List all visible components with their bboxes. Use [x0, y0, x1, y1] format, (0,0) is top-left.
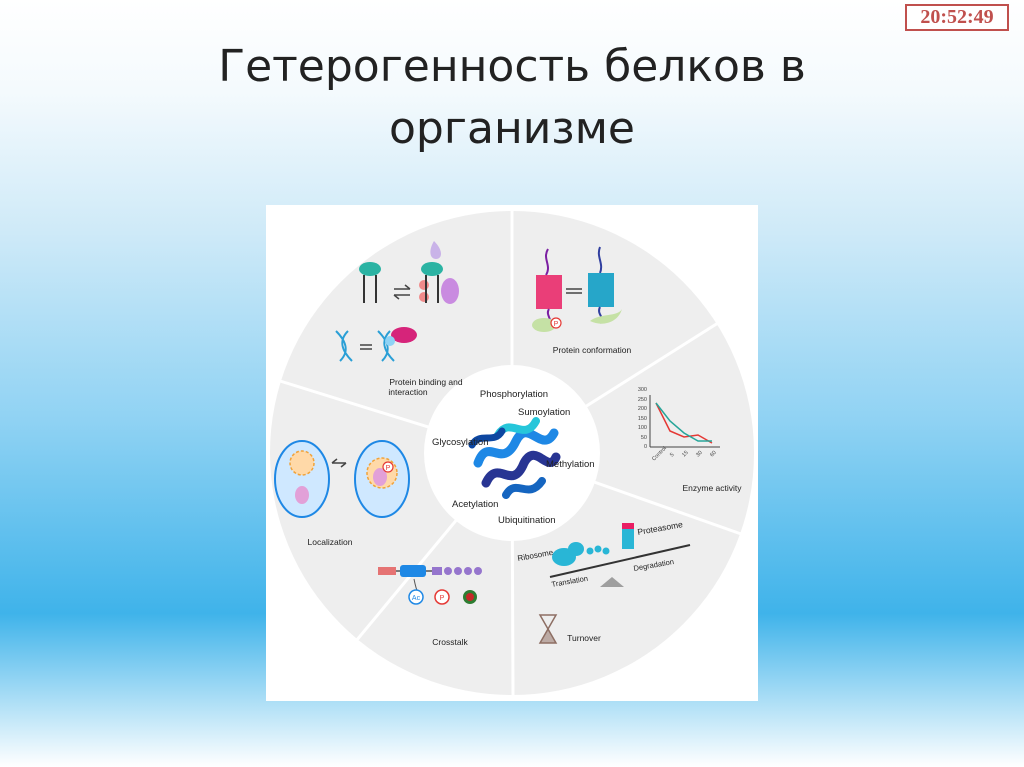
phospho-badge-localization: P: [386, 465, 391, 472]
protein-structure-image: [468, 417, 561, 499]
slide-title-line-1: Гетерогенность белков в: [218, 41, 806, 92]
x-tick-15: 15: [681, 450, 690, 459]
enzyme-activity-chart: 300 250 200 150 100 50 0 Control 5 15 30…: [638, 387, 720, 462]
protein-binding-illustration: [335, 241, 459, 362]
y-tick-200: 200: [638, 406, 647, 412]
segment-dividers: [279, 209, 745, 696]
segment-label-protein-binding-1: Protein binding and: [389, 377, 463, 387]
label-phosphorylation: Phosphorylation: [480, 389, 548, 400]
y-tick-100: 100: [638, 425, 647, 431]
x-tick-5: 5: [669, 452, 675, 458]
acetyl-badge: Ac: [412, 595, 421, 602]
x-tick-30: 30: [695, 450, 704, 459]
label-methylation: Methylation: [546, 459, 595, 470]
x-tick-60: 60: [709, 450, 718, 459]
segment-label-turnover: Turnover: [567, 633, 601, 643]
label-glycosylation: Glycosylation: [432, 437, 489, 448]
segment-label-crosstalk: Crosstalk: [432, 637, 468, 647]
y-tick-50: 50: [641, 435, 647, 441]
segment-label-protein-conformation: Protein conformation: [553, 345, 632, 355]
label-ubiquitination: Ubiquitination: [498, 515, 556, 526]
label-acetylation: Acetylation: [452, 499, 498, 510]
segment-label-enzyme-activity: Enzyme activity: [682, 483, 742, 493]
hourglass-icon: [538, 614, 558, 644]
crosstalk-illustration: Ac P: [378, 565, 482, 605]
segment-label-localization: Localization: [308, 537, 353, 547]
slide-title-line-2: организме: [389, 103, 635, 154]
y-tick-300: 300: [638, 387, 647, 393]
phospho-badge: P: [554, 321, 559, 328]
clock-display: 20:52:49: [905, 4, 1009, 31]
y-tick-0: 0: [644, 444, 647, 450]
wheel-diagram: Phosphorylation Sumoylation Glycosylatio…: [270, 209, 754, 696]
protein-heterogeneity-figure: Phosphorylation Sumoylation Glycosylatio…: [266, 205, 758, 701]
phospho-badge-crosstalk: P: [440, 595, 445, 602]
y-tick-150: 150: [638, 416, 647, 422]
slide-title: Гетерогенность белков в организме: [0, 36, 1024, 160]
protein-conformation-illustration: P: [532, 246, 622, 332]
label-sumoylation: Sumoylation: [518, 407, 570, 418]
segment-label-protein-binding-2: interaction: [388, 387, 427, 397]
localization-illustration: P: [274, 440, 410, 518]
y-tick-250: 250: [638, 397, 647, 403]
